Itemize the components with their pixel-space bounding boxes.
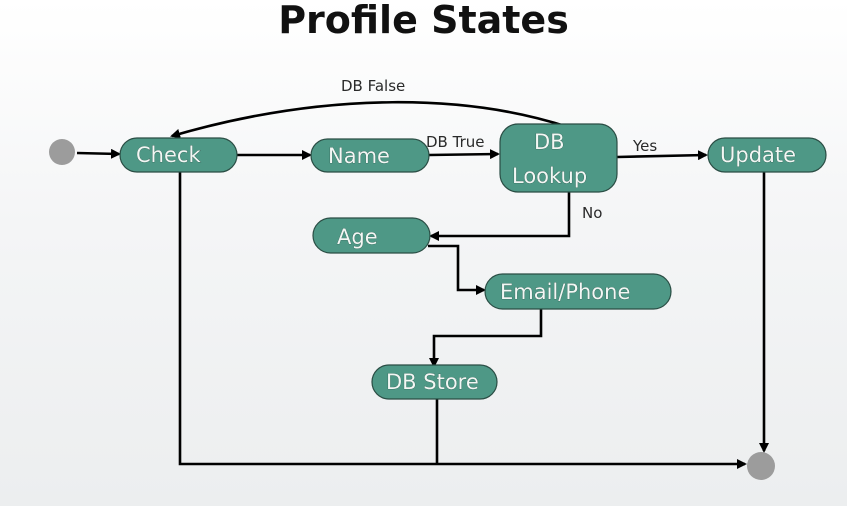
state-age: Age — [312, 217, 431, 254]
state-check: Check — [119, 137, 238, 173]
edge-lookup-to-check — [170, 100, 569, 139]
state-update: Update — [707, 137, 827, 173]
edge-email-to-store — [429, 309, 543, 368]
initial-state — [49, 139, 75, 165]
edge-start-to-check — [76, 148, 121, 159]
state-name-label: Name — [328, 144, 390, 168]
edge-label-no: No — [582, 204, 602, 222]
state-update-label: Update — [720, 143, 796, 167]
state-db-lookup-label-line2: Lookup — [512, 164, 587, 188]
edge-label-yes: Yes — [632, 137, 657, 155]
state-check-label: Check — [136, 143, 201, 167]
edge-lookup-to-age — [429, 192, 571, 241]
state-age-label: Age — [337, 225, 378, 249]
edge-lookup-to-update — [616, 150, 708, 161]
state-db-store-label: DB Store — [386, 370, 479, 394]
state-db-lookup: DB Lookup — [499, 123, 618, 193]
state-email-phone-label: Email/Phone — [500, 280, 630, 304]
edge-name-to-lookup — [428, 149, 500, 160]
edge-check-to-end — [178, 172, 747, 469]
final-state — [747, 452, 775, 480]
edge-label-db-true: DB True — [426, 133, 484, 151]
state-db-store: DB Store — [371, 364, 498, 400]
state-name: Name — [310, 138, 430, 173]
edge-age-to-email — [428, 244, 486, 295]
diagram-title: Profile States — [278, 0, 569, 42]
state-email-phone: Email/Phone — [484, 273, 672, 310]
state-db-lookup-label-line1: DB — [534, 130, 565, 154]
edge-label-db-false: DB False — [341, 77, 405, 95]
